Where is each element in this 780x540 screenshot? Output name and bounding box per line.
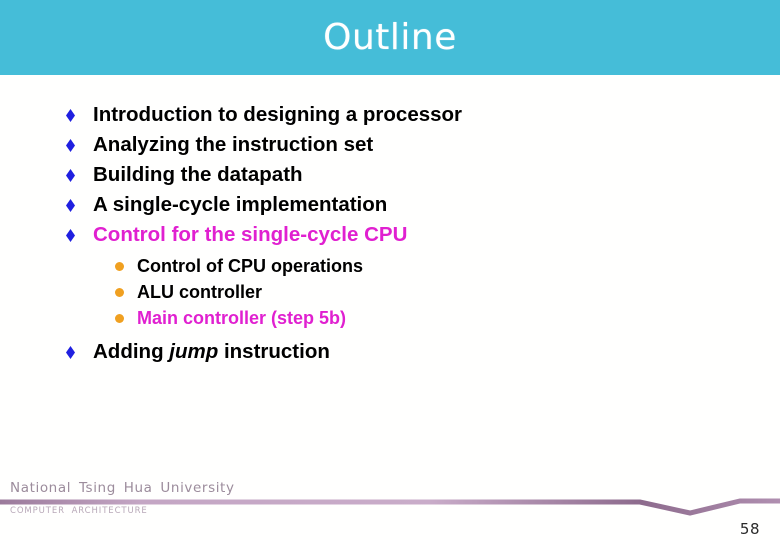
diamond-bullet-icon [66, 346, 75, 359]
list-item-label: Introduction to designing a processor [93, 103, 463, 126]
outline-list: Introduction to designing a processor An… [62, 100, 762, 250]
sub-list-item: Control of CPU operations [113, 253, 713, 279]
list-item: Adding jump instruction [62, 337, 762, 367]
diamond-bullet-icon [66, 169, 75, 182]
dot-bullet-icon [115, 314, 124, 323]
list-item: Introduction to designing a processor [62, 100, 762, 130]
diamond-bullet-icon [66, 229, 75, 242]
list-item: Building the datapath [62, 160, 762, 190]
diamond-bullet-icon [66, 109, 75, 122]
page-number: 58 [739, 520, 760, 538]
university-name: National Tsing Hua University [10, 480, 235, 496]
list-item: Analyzing the instruction set [62, 130, 762, 160]
sub-list-item-current: Main controller (step 5b) [113, 305, 713, 331]
outline-list-tail: Adding jump instruction [62, 337, 762, 367]
outline-sublist: Control of CPU operations ALU controller… [113, 253, 713, 331]
diamond-bullet-icon [66, 139, 75, 152]
list-item-label: A single-cycle implementation [93, 193, 388, 216]
list-item-label: Analyzing the instruction set [93, 133, 374, 156]
dot-bullet-icon [115, 288, 124, 297]
slide-body: Introduction to designing a processor An… [0, 75, 780, 485]
list-item-label-emphasis: jump [169, 340, 219, 363]
diamond-bullet-icon [66, 199, 75, 212]
dot-bullet-icon [115, 262, 124, 271]
sub-list-item-label: ALU controller [137, 282, 263, 302]
list-item-label: Control for the single-cycle CPU [93, 223, 408, 246]
list-item-label: Building the datapath [93, 163, 303, 186]
sub-list-item-label: Control of CPU operations [137, 256, 363, 276]
sub-list-item-label: Main controller (step 5b) [137, 308, 347, 328]
list-item-current: Control for the single-cycle CPU [62, 220, 762, 250]
title-band [0, 0, 780, 75]
list-item-label-prefix: Adding [93, 340, 170, 363]
list-item: A single-cycle implementation [62, 190, 762, 220]
department-name: COMPUTER ARCHITECTURE [10, 506, 148, 516]
sub-list-item: ALU controller [113, 279, 713, 305]
page-title: Outline [323, 17, 457, 58]
footer: National Tsing Hua University COMPUTER A… [0, 480, 780, 540]
list-item-label-suffix: instruction [218, 340, 330, 363]
